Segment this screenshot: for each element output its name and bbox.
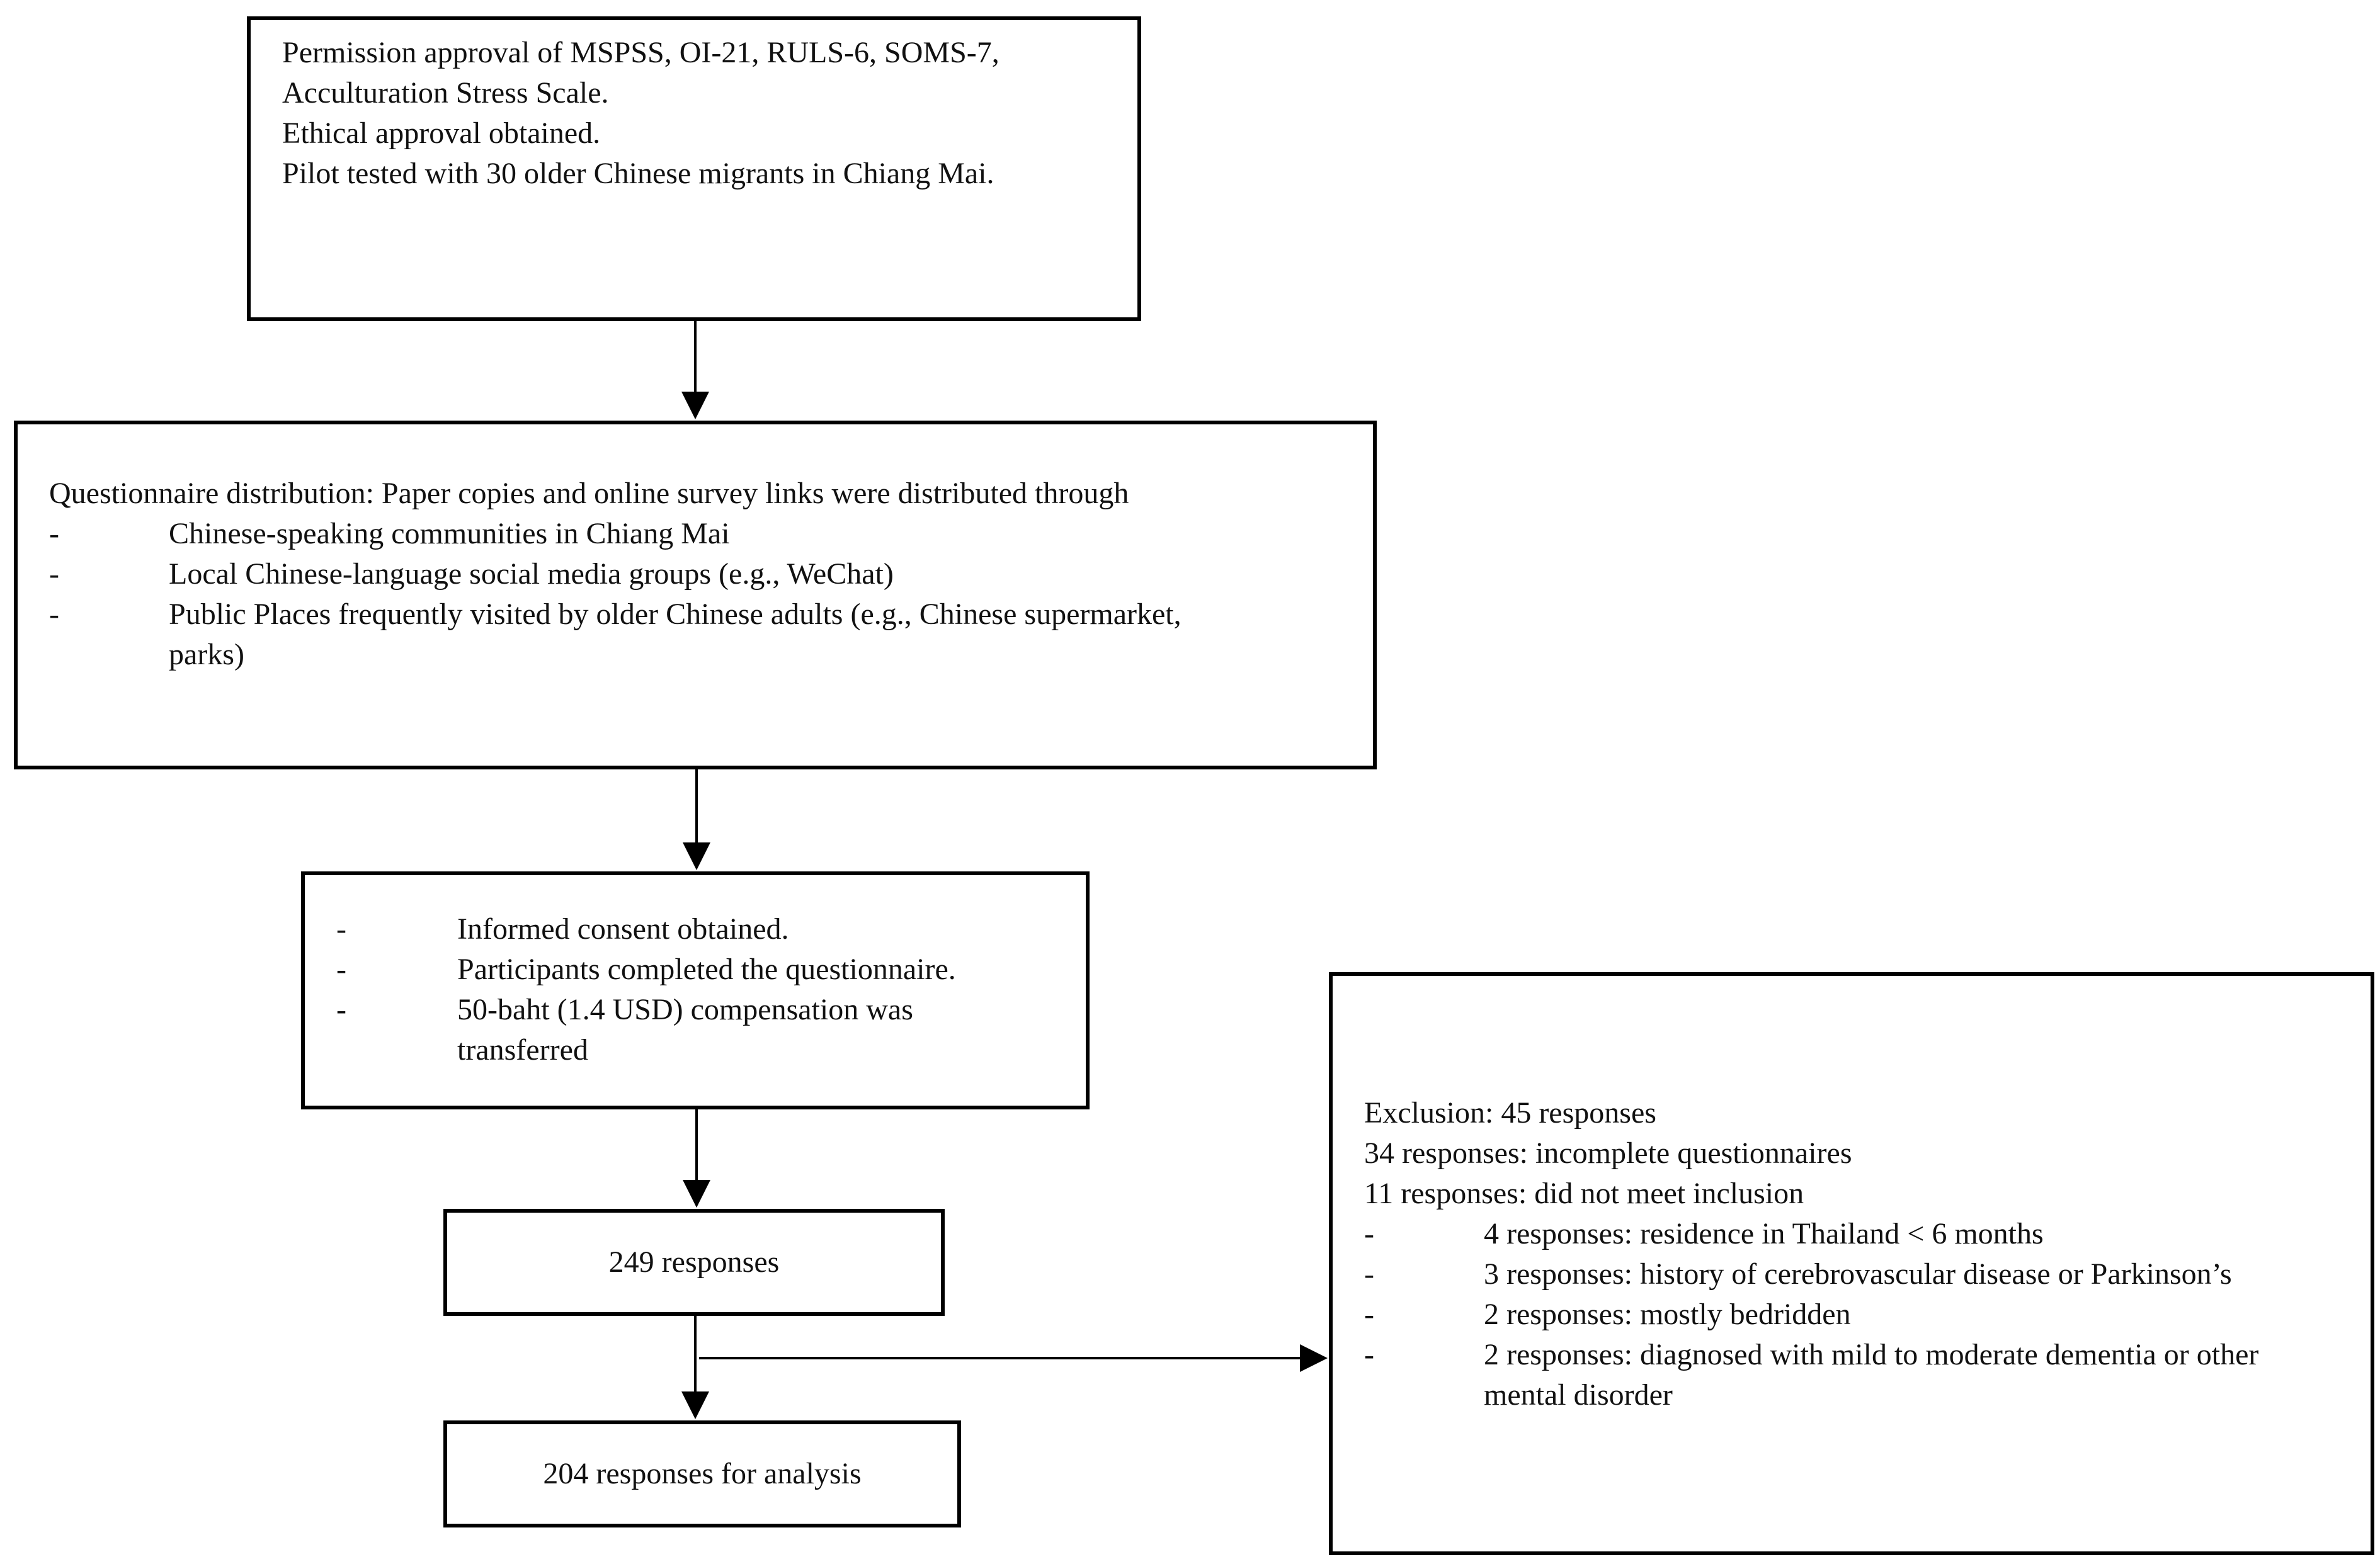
exclusion-line-1: Exclusion: 45 responses: [1364, 1096, 1656, 1130]
distribution-bullet-1: - Chinese-speaking communities in Chiang…: [49, 517, 730, 550]
distribution-bullet-3: - Public Places frequently visited by ol…: [49, 598, 1181, 671]
exclusion-bullet-4: - 2 responses: diagnosed with mild to mo…: [1364, 1338, 2259, 1412]
exclusion-bullet-3: - 2 responses: mostly bedridden: [1364, 1298, 1851, 1331]
responses-box: 249 responses: [443, 1209, 945, 1316]
arrowhead-box1-to-box2: [681, 392, 709, 419]
approval-line-1: Permission approval of MSPSS, OI-21, RUL…: [282, 36, 999, 69]
analysis-box: 204 responses for analysis: [443, 1420, 961, 1527]
exclusion-box: Exclusion: 45 responses 34 responses: in…: [1329, 972, 2374, 1555]
exclusion-line-3: 11 responses: did not meet inclusion: [1364, 1177, 1804, 1210]
arrowhead-box2-to-box3: [683, 842, 710, 870]
consent-bullet-2: - Participants completed the questionnai…: [336, 953, 956, 986]
consent-bullet-3: - 50-baht (1.4 USD) compensation was tra…: [336, 993, 913, 1067]
analysis-label: 204 responses for analysis: [543, 1457, 862, 1490]
approval-line-3: Ethical approval obtained.: [282, 116, 601, 150]
approval-box: Permission approval of MSPSS, OI-21, RUL…: [247, 16, 1141, 321]
exclusion-bullet-2: - 3 responses: history of cerebrovascula…: [1364, 1257, 2232, 1291]
distribution-intro: Questionnaire distribution: Paper copies…: [49, 477, 1129, 510]
exclusion-bullet-1: - 4 responses: residence in Thailand < 6…: [1364, 1217, 2044, 1250]
responses-label: 249 responses: [608, 1245, 780, 1279]
approval-line-2: Acculturation Stress Scale.: [282, 76, 609, 110]
arrowhead-box4-to-box5: [681, 1391, 709, 1419]
consent-box: - Informed consent obtained. - Participa…: [301, 871, 1090, 1109]
arrowhead-to-exclusion: [1300, 1344, 1328, 1372]
consent-bullet-1: - Informed consent obtained.: [336, 912, 789, 946]
distribution-bullet-2: - Local Chinese-language social media gr…: [49, 557, 894, 591]
arrowhead-box3-to-box4: [683, 1180, 710, 1208]
approval-line-4: Pilot tested with 30 older Chinese migra…: [282, 157, 994, 190]
exclusion-line-2: 34 responses: incomplete questionnaires: [1364, 1136, 1852, 1170]
distribution-box: Questionnaire distribution: Paper copies…: [14, 421, 1377, 769]
